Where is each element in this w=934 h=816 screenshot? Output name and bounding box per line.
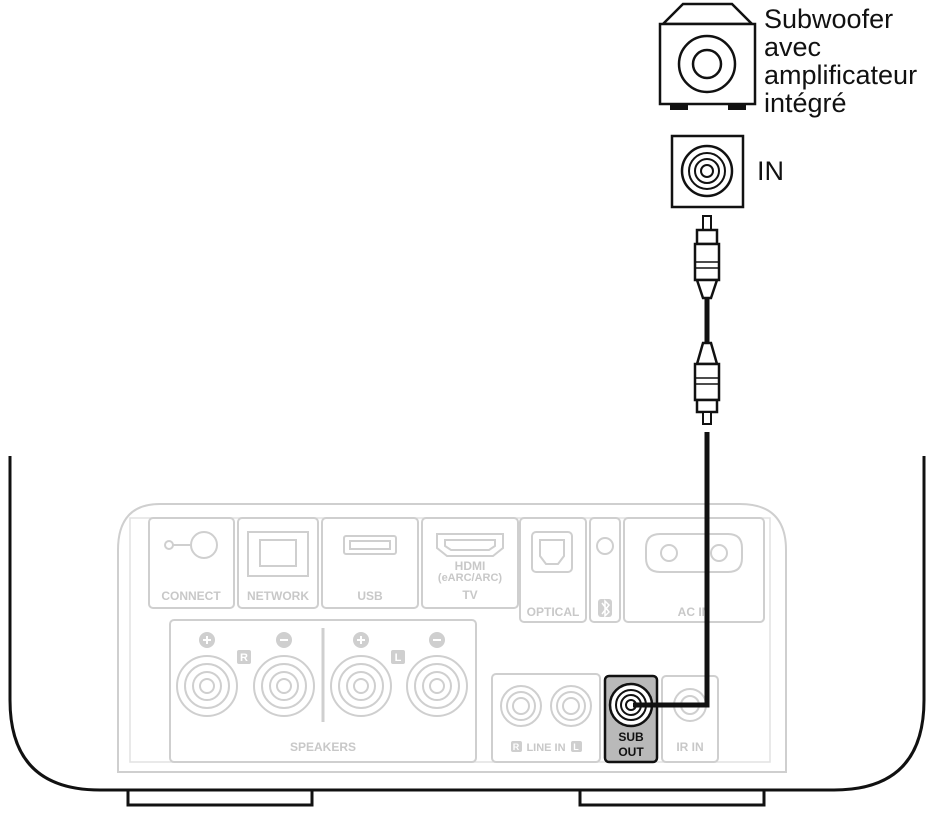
rca-cable bbox=[693, 215, 721, 425]
usb-label: USB bbox=[357, 589, 383, 603]
line-in-label: LINE IN bbox=[526, 742, 565, 754]
subwoofer-label-line-2: avec bbox=[764, 32, 821, 62]
optical-port bbox=[519, 517, 587, 623]
sub-out-label-line-2: OUT bbox=[618, 745, 644, 759]
sub-out-label-line-1: SUB bbox=[618, 730, 644, 744]
line-in-l-badge: L bbox=[573, 742, 579, 752]
bluetooth-button bbox=[589, 517, 621, 623]
speaker-r-badge-label: R bbox=[240, 652, 248, 664]
connect-label: CONNECT bbox=[161, 589, 221, 603]
ac-in-port bbox=[623, 517, 765, 623]
ac-in-label: AC IN bbox=[678, 605, 711, 619]
rear-panel bbox=[117, 503, 787, 773]
ir-in-label: IR IN bbox=[676, 740, 703, 754]
speakers-terminals bbox=[169, 619, 477, 763]
line-in-jacks bbox=[491, 673, 601, 763]
subwoofer-in-label: IN bbox=[757, 156, 784, 186]
tv-label: TV bbox=[462, 588, 477, 602]
subwoofer-label-line-4: intégré bbox=[764, 88, 847, 118]
network-label: NETWORK bbox=[247, 589, 309, 603]
main-unit-body bbox=[8, 456, 926, 807]
subwoofer-label-line-3: amplificateur bbox=[764, 60, 917, 90]
hdmi-label: HDMI bbox=[455, 559, 486, 573]
hdmi-arc-label: (eARC/ARC) bbox=[438, 572, 503, 584]
network-port bbox=[237, 517, 319, 609]
speaker-l-badge-label: L bbox=[395, 652, 402, 664]
subwoofer-in-jack bbox=[670, 134, 745, 209]
subwoofer-unit bbox=[658, 2, 757, 110]
connect-port bbox=[148, 517, 235, 609]
hdmi-port bbox=[421, 517, 519, 609]
cable-to-sub-out bbox=[633, 432, 710, 708]
subwoofer-label-line-1: Subwoofer bbox=[764, 4, 893, 34]
speakers-label: SPEAKERS bbox=[290, 740, 356, 754]
usb-port bbox=[321, 517, 419, 609]
line-in-r-badge: R bbox=[513, 742, 520, 752]
optical-label: OPTICAL bbox=[527, 605, 580, 619]
